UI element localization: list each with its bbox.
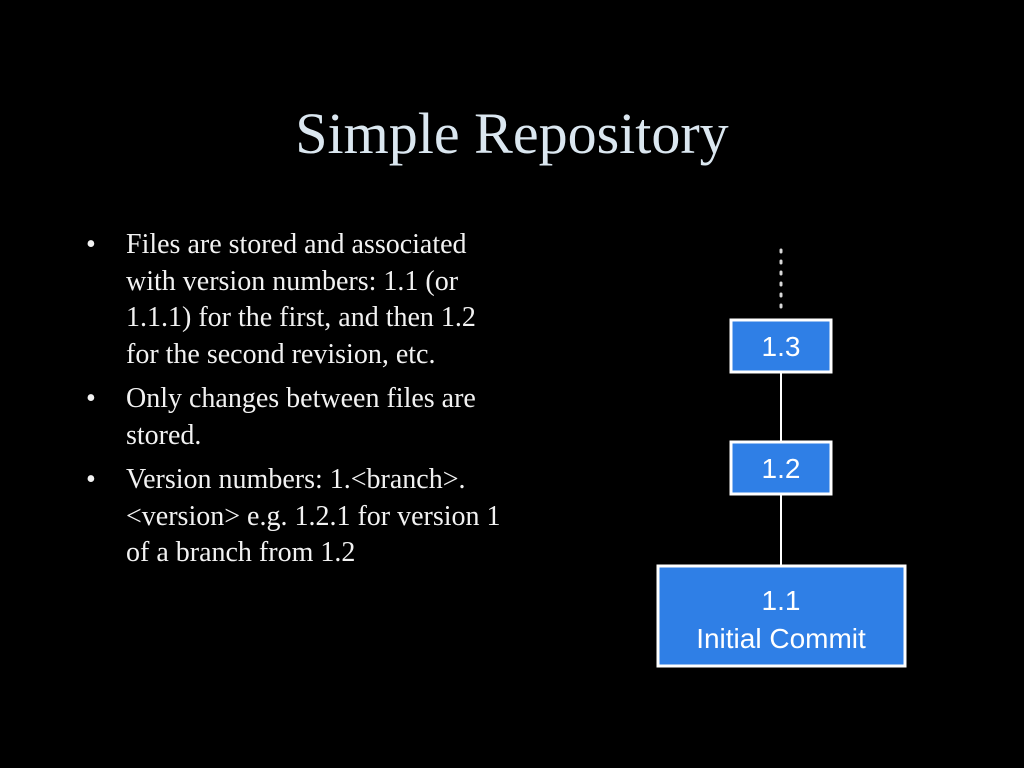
version-node-1-2: 1.2 [729,440,833,496]
bullet-text: Version numbers: 1.<branch>.<version> e.… [126,464,501,568]
version-box [729,318,833,374]
version-box [656,564,907,668]
bullet-item: • Files are stored and associated with v… [86,227,506,373]
version-sublabel: Initial Commit [696,623,866,654]
bullet-text: Files are stored and associated with ver… [126,229,476,370]
version-node-1-3: 1.3 [729,318,833,374]
bullet-item: • Only changes between files are stored. [86,381,506,454]
bullet-text: Only changes between files are stored. [126,383,476,451]
version-box [729,440,833,496]
version-label: 1.2 [762,453,801,484]
bullet-dot-icon: • [86,383,96,414]
version-label: 1.3 [762,331,801,362]
version-node-1-1: 1.1 Initial Commit [656,564,907,668]
bullet-list: • Files are stored and associated with v… [86,227,506,580]
bullet-dot-icon: • [86,229,96,260]
slide-title: Simple Repository [295,101,729,166]
version-label: 1.1 [762,585,801,616]
bullet-item: • Version numbers: 1.<branch>.<version> … [86,462,506,572]
bullet-dot-icon: • [86,464,96,495]
